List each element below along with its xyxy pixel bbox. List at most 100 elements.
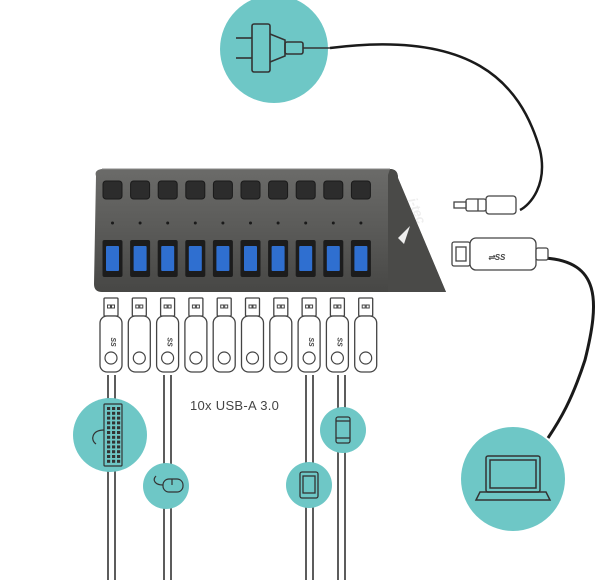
usb-ss-logo: SS: [307, 337, 314, 347]
power-switch[interactable]: [295, 180, 316, 200]
usb-ss-logo: SS: [166, 337, 173, 347]
usb-ss-logo: SS: [109, 337, 116, 347]
keyboard-key: [107, 459, 111, 463]
keyboard-key: [117, 445, 121, 449]
usb-a-plug: [269, 297, 293, 373]
port-led: [221, 221, 225, 225]
usb-a-plug: SS: [155, 297, 180, 373]
usb-a-plug: SS: [297, 297, 321, 373]
keyboard-key: [117, 426, 121, 430]
keyboard-key: [107, 455, 111, 458]
keyboard-key: [117, 431, 121, 434]
keyboard-key: [112, 431, 116, 434]
usb-a-port-insert: [326, 246, 340, 271]
keyboard-key: [112, 407, 116, 410]
power-switch[interactable]: [102, 180, 123, 200]
keyboard-key: [107, 411, 111, 415]
usb-a-port-insert: [244, 246, 257, 271]
usb-a-port-insert: [188, 246, 202, 271]
power-switch[interactable]: [185, 180, 206, 200]
keyboard-key: [112, 411, 116, 415]
keyboard-key: [112, 459, 116, 463]
keyboard-key: [107, 445, 111, 449]
keyboard-key: [112, 416, 116, 420]
keyboard-key: [112, 426, 116, 430]
laptop-icon: [474, 455, 552, 501]
smartphone-circle: [320, 407, 366, 453]
keyboard-circle: [73, 398, 147, 472]
port-led: [249, 221, 252, 225]
keyboard-key: [107, 440, 111, 444]
usb-a-port-insert: [354, 246, 368, 271]
laptop-circle: [461, 427, 565, 531]
keyboard-key: [117, 455, 121, 458]
port-led: [111, 221, 114, 225]
keyboard-icon: [92, 403, 123, 467]
keyboard-key: [117, 435, 121, 439]
usb-a-port-insert: [216, 246, 230, 271]
usb-a-plug: SS: [325, 297, 350, 373]
port-led: [331, 221, 335, 225]
power-plug-icon: [236, 23, 330, 73]
usb-a-port-insert: [133, 246, 147, 271]
keyboard-key: [117, 450, 121, 454]
mouse-circle: [143, 463, 189, 509]
port-led: [138, 221, 142, 225]
port-led: [304, 221, 308, 225]
keyboard-key: [112, 440, 116, 444]
keyboard-key: [107, 431, 111, 434]
port-led: [359, 221, 363, 225]
power-switch[interactable]: [350, 180, 371, 200]
smartphone-icon: [335, 416, 351, 444]
power-switch[interactable]: [268, 180, 289, 200]
keyboard-key: [112, 455, 116, 458]
dc-barrel-plug-icon: [453, 195, 517, 215]
keyboard-key: [107, 435, 111, 439]
usb-a-port-insert: [271, 246, 285, 271]
usb-a-plug: [212, 297, 236, 373]
port-led: [166, 221, 170, 225]
keyboard-key: [117, 421, 121, 425]
keyboard-key: [117, 440, 121, 444]
host-cable: [544, 256, 595, 439]
keyboard-key: [117, 411, 121, 415]
usb-a-port-insert: [106, 246, 119, 271]
usb-a-plug: SS: [99, 297, 123, 373]
power-switch[interactable]: [130, 180, 151, 200]
power-switch[interactable]: [323, 180, 344, 200]
keyboard-key: [112, 435, 116, 439]
usb-b-logo: ⇌SS: [488, 253, 506, 262]
keyboard-key: [107, 450, 111, 454]
usb-a-plug: [240, 297, 265, 373]
port-caption: 10x USB-A 3.0: [190, 398, 280, 413]
tablet-circle: [286, 462, 332, 508]
keyboard-key: [117, 416, 121, 420]
usb-ss-logo: SS: [335, 337, 342, 347]
usb-a-port-insert: [161, 246, 175, 271]
power-switch[interactable]: [240, 180, 261, 200]
keyboard-key: [107, 416, 111, 420]
usb-a-plug: [184, 297, 208, 373]
power-cable: [329, 43, 544, 212]
brand-mark: [398, 226, 410, 244]
power-switch[interactable]: [212, 180, 233, 200]
keyboard-key: [107, 426, 111, 430]
power-switch[interactable]: [157, 180, 178, 200]
keyboard-key: [107, 421, 111, 425]
usb-a-plug: [354, 297, 378, 373]
keyboard-key: [117, 407, 121, 410]
keyboard-key: [112, 421, 116, 425]
keyboard-key: [112, 445, 116, 449]
usb-b-plug-icon: [451, 237, 549, 271]
port-led: [193, 221, 197, 225]
tablet-icon: [299, 471, 319, 499]
keyboard-key: [107, 407, 111, 410]
port-led: [276, 221, 280, 225]
power-plug-circle: [220, 0, 330, 103]
mouse-icon: [153, 475, 184, 493]
usb-a-port-insert: [299, 246, 313, 271]
keyboard-key: [117, 459, 121, 463]
keyboard-key: [112, 450, 116, 454]
usb-a-plug: [127, 297, 151, 373]
